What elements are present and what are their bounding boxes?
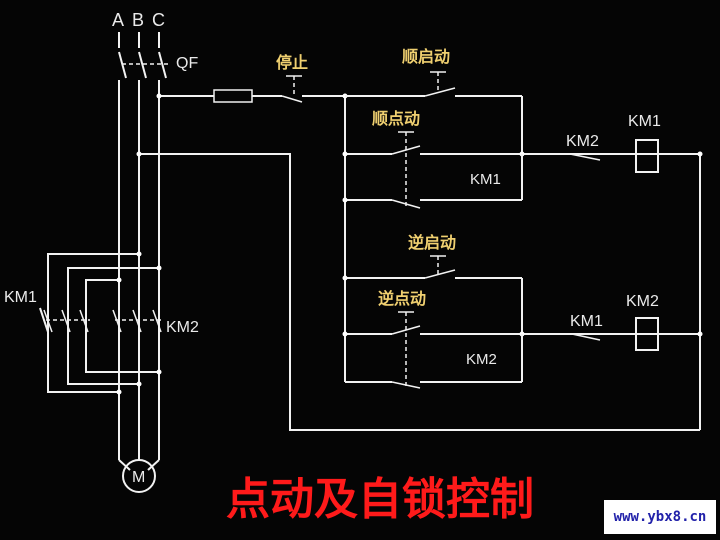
- stop-label: 停止: [276, 53, 308, 72]
- km1-coil-label: KM1: [628, 113, 661, 130]
- phase-c-label: C: [152, 10, 165, 30]
- diagram-title: 点动及自锁控制: [226, 474, 534, 525]
- main-circuit: A B C QF KM1: [4, 10, 199, 493]
- km2-coil-label: KM2: [626, 293, 659, 310]
- km2-hold-label: KM2: [466, 351, 497, 368]
- rev-start-label: 逆启动: [408, 233, 456, 252]
- km2-interlock-label: KM2: [566, 133, 599, 150]
- fwd-start-label: 顺启动: [402, 47, 450, 66]
- motor: [122, 459, 156, 493]
- km2-coil: [635, 317, 659, 351]
- watermark: www.ybx8.cn: [604, 500, 716, 534]
- breaker-label: QF: [176, 55, 198, 72]
- km1-coil: [635, 139, 659, 173]
- fwd-jog-label: 顺点动: [372, 109, 420, 128]
- km1-hold-label: KM1: [470, 171, 501, 188]
- km1-main-label: KM1: [4, 289, 37, 306]
- phase-b-label: B: [132, 10, 144, 30]
- control-circuit: 停止 顺启动 顺点动 KM1 KM2 K: [136, 47, 703, 431]
- km2-main-label: KM2: [166, 319, 199, 336]
- rev-jog-label: 逆点动: [378, 289, 426, 308]
- km1-interlock-label: KM1: [570, 313, 603, 330]
- fuse: [213, 89, 253, 103]
- motor-label: M: [132, 469, 145, 486]
- phase-a-label: A: [112, 10, 124, 30]
